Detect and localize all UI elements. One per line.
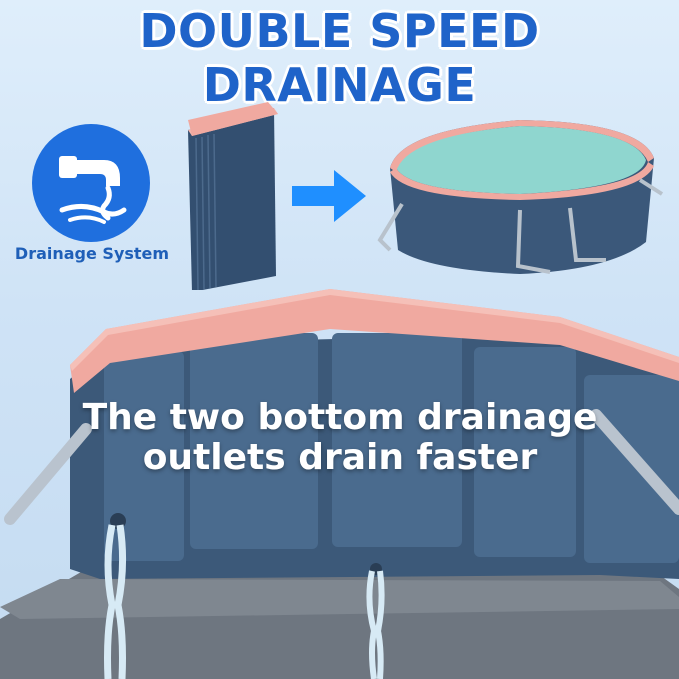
badge-label: Drainage System: [14, 244, 170, 263]
overlay-line-2: outlets drain faster: [142, 437, 538, 478]
faucet-icon: [59, 156, 127, 224]
folded-pool-image: [188, 102, 278, 290]
overlay-line-1: The two bottom drainage: [82, 397, 598, 438]
drainage-badge: [32, 124, 150, 242]
arrow-right-icon: [292, 170, 366, 222]
assembled-pool-image: [377, 120, 664, 274]
overlay-caption: The two bottom drainage outlets drain fa…: [60, 398, 620, 478]
headline: DOUBLE SPEED DRAINAGE: [139, 4, 540, 112]
pool-closeup-image: [0, 289, 679, 679]
